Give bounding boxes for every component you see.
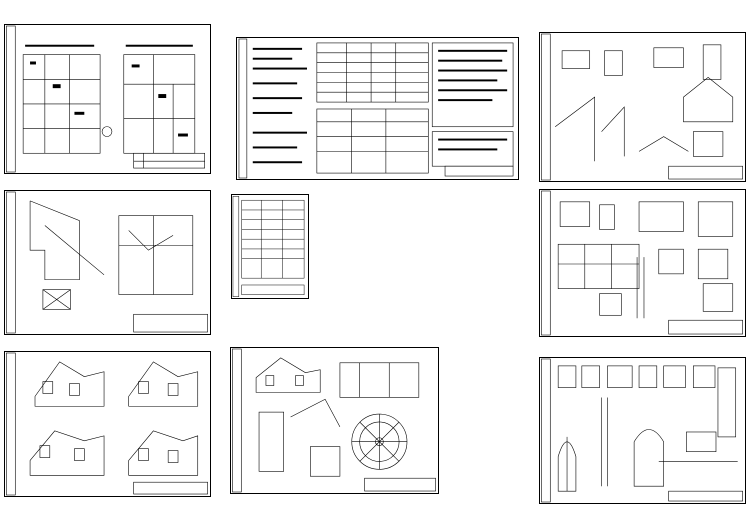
- drawing-sheet-elevations[interactable]: [4, 351, 211, 497]
- drawing-sheet-floor-plans[interactable]: [4, 24, 211, 174]
- section-plan-drawing: [6, 191, 208, 334]
- elevations-drawing: [6, 352, 208, 496]
- drawing-sheet-small-table[interactable]: [231, 194, 309, 299]
- stair-details-drawing: [541, 190, 743, 336]
- drawing-sheet-sections-spiral[interactable]: [230, 347, 439, 494]
- roof-details-drawing: [541, 33, 743, 181]
- drawing-sheet-section-plan[interactable]: [4, 190, 211, 335]
- drawing-sheet-schedules[interactable]: [236, 37, 519, 180]
- schedules-drawing: [238, 38, 514, 179]
- sections-spiral-drawing: [232, 348, 436, 493]
- floor-plans-drawing: [6, 25, 205, 173]
- small-table-drawing: [232, 196, 305, 297]
- drawing-sheet-window-details[interactable]: [539, 357, 746, 504]
- window-details-drawing: [541, 358, 743, 503]
- drawing-sheet-roof-details[interactable]: [539, 32, 746, 182]
- drawing-sheet-stair-details[interactable]: [539, 189, 746, 337]
